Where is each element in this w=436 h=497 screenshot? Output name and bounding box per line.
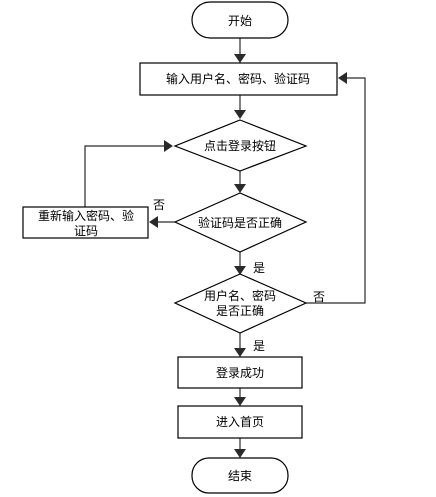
node-start: 开始 (191, 1, 289, 39)
arrowhead (234, 348, 246, 357)
arrowhead (164, 140, 173, 152)
node-reinput: 重新输入密码、验 证码 (22, 206, 149, 239)
node-check-captcha: 验证码是否正确 (173, 192, 308, 253)
edge-label-captcha-yes: 是 (253, 261, 265, 275)
node-check-user-label-line1: 用户名、密码 (204, 288, 276, 303)
arrowhead (338, 72, 347, 84)
edge-label-user-yes: 是 (253, 339, 265, 353)
node-input-label: 输入用户名、密码、验证码 (166, 71, 310, 86)
node-reinput-label-line2: 证码 (74, 224, 98, 238)
node-home: 进入首页 (177, 405, 303, 439)
node-reinput-label-line1: 重新输入密码、验 (38, 208, 134, 223)
node-click-login: 点击登录按钮 (173, 119, 308, 172)
edge-reinput-to-click (84, 145, 164, 207)
arrowhead (234, 397, 246, 406)
node-success-label: 登录成功 (216, 365, 264, 380)
node-end-label: 结束 (228, 469, 252, 483)
arrowhead (234, 266, 246, 275)
arrowhead (234, 110, 246, 119)
arrowhead (149, 216, 158, 228)
node-check-captcha-label: 验证码是否正确 (198, 215, 282, 230)
edge-user-no (306, 77, 366, 304)
node-check-user-label-line2: 是否正确 (216, 304, 264, 318)
node-end: 结束 (191, 457, 289, 494)
arrowhead (234, 54, 246, 63)
node-click-login-label: 点击登录按钮 (204, 138, 276, 153)
node-home-label: 进入首页 (216, 415, 264, 429)
node-success: 登录成功 (177, 356, 303, 389)
node-start-label: 开始 (228, 14, 252, 28)
node-check-user: 用户名、密码 是否正确 (173, 273, 308, 334)
arrowhead (234, 449, 246, 458)
arrowhead (234, 184, 246, 193)
node-input: 输入用户名、密码、验证码 (139, 62, 338, 96)
edge-label-captcha-no: 否 (153, 198, 165, 212)
edge-label-user-no: 否 (313, 290, 325, 304)
